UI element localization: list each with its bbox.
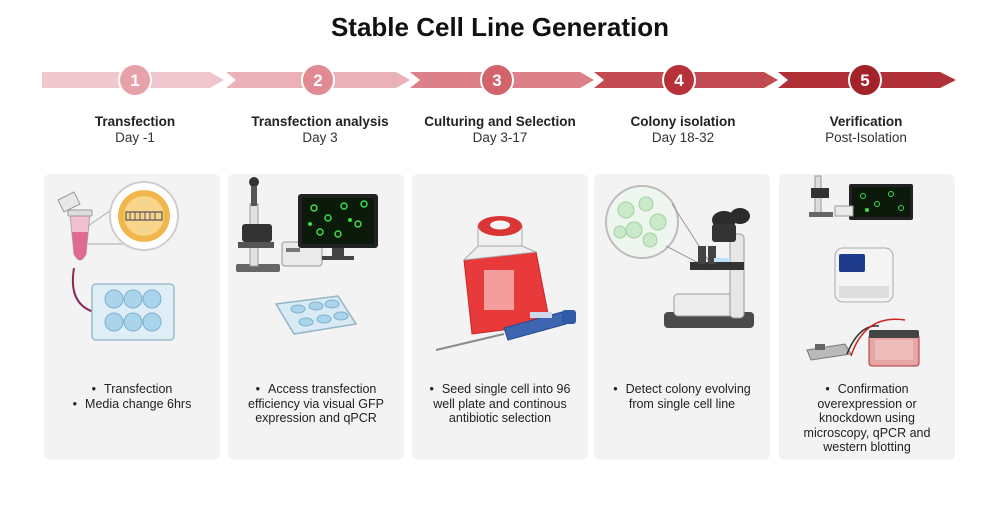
step-3-title: Culturing and Selection: [424, 114, 576, 129]
step-4-bullet: Detect colony evolving from single cell …: [604, 382, 760, 411]
western-blot-icon: [806, 318, 920, 367]
microscope-icon: [664, 208, 754, 328]
svg-text:1: 1: [130, 71, 139, 90]
step-2-title: Transfection analysis: [251, 114, 389, 129]
step-1-subtitle: Day -1: [115, 130, 155, 145]
culture-flask-icon: [462, 216, 551, 335]
svg-text:5: 5: [860, 71, 869, 90]
step-5-bullet: Confirmation overexpression or knockdown…: [789, 382, 945, 455]
step-badge-2: 2: [301, 63, 335, 97]
timeline: 1 2 3 4 5: [42, 63, 956, 97]
step-5-subtitle: Post-Isolation: [825, 130, 907, 145]
step-4-subtitle: Day 18-32: [651, 130, 715, 145]
step-3-bullets: Seed single cell into 96 well plate and …: [422, 382, 578, 426]
step-2-subtitle: Day 3: [302, 130, 338, 145]
step-2-header: Transfection analysis Day 3: [231, 114, 409, 146]
svg-text:4: 4: [674, 71, 684, 90]
step-2-card: Access transfection efficiency via visua…: [228, 174, 404, 460]
step-badge-4: 4: [662, 63, 696, 97]
step-1-bullet: Media change 6hrs: [54, 397, 210, 412]
step-3-subtitle: Day 3-17: [472, 130, 528, 145]
monitor-icon: [298, 194, 378, 260]
step-1-title: Transfection: [94, 114, 176, 129]
step-3-card: Seed single cell into 96 well plate and …: [412, 174, 588, 460]
step-badge-1: 1: [118, 63, 152, 97]
well-plate-icon: [274, 295, 358, 335]
step-badge-3: 3: [480, 63, 514, 97]
step-3-bullet: Seed single cell into 96 well plate and …: [422, 382, 578, 426]
microcentrifuge-tube-icon: [57, 191, 93, 261]
step-1-bullet: Transfection: [54, 382, 210, 397]
qpcr-machine-icon: [834, 247, 894, 303]
step-1-header: Transfection Day -1: [46, 114, 224, 146]
step-4-header: Colony isolation Day 18-32: [594, 114, 772, 146]
six-well-plate-icon: [91, 283, 175, 341]
step-1-card: Transfection Media change 6hrs: [44, 174, 220, 460]
plasmid-dna-icon: [109, 181, 179, 251]
step-2-bullet: Access transfection efficiency via visua…: [238, 382, 394, 426]
step-5-card: Confirmation overexpression or knockdown…: [779, 174, 955, 460]
pipette-icon: [435, 310, 576, 351]
step-badge-5: 5: [848, 63, 882, 97]
step-5-title: Verification: [829, 114, 903, 129]
fluorescence-microscope-icon: [236, 177, 280, 272]
step-4-title: Colony isolation: [630, 114, 736, 129]
cell-colony-icon: [605, 185, 679, 259]
step-3-header: Culturing and Selection Day 3-17: [411, 114, 589, 146]
step-5-bullets: Confirmation overexpression or knockdown…: [789, 382, 945, 455]
svg-text:2: 2: [313, 71, 322, 90]
step-4-bullets: Detect colony evolving from single cell …: [604, 382, 760, 411]
step-1-bullets: Transfection Media change 6hrs: [54, 382, 210, 411]
step-5-header: Verification Post-Isolation: [777, 114, 955, 146]
svg-text:3: 3: [492, 71, 501, 90]
page-title: Stable Cell Line Generation: [330, 12, 670, 42]
microscope-monitor-icon: [809, 175, 913, 220]
step-4-card: Detect colony evolving from single cell …: [594, 174, 770, 460]
step-2-bullets: Access transfection efficiency via visua…: [238, 382, 394, 426]
